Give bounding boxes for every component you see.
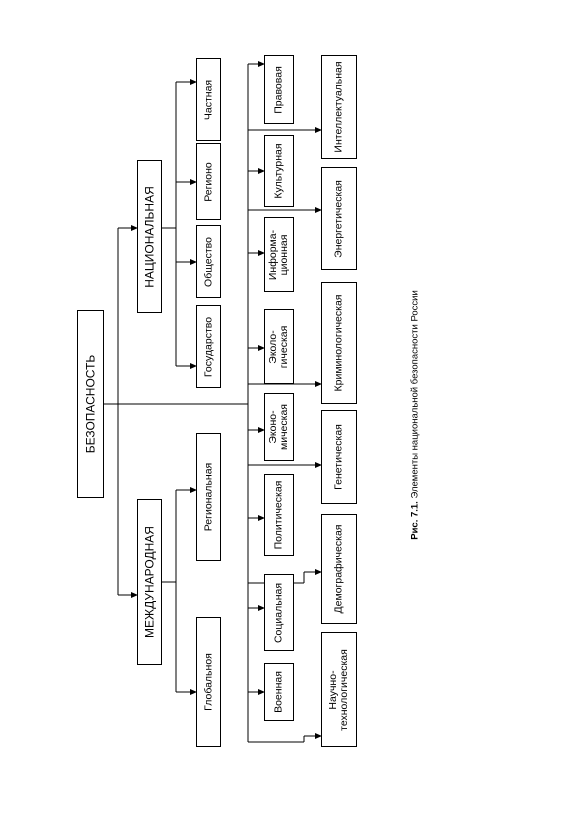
node-national-region: Регионо — [196, 143, 221, 220]
sphere-criminological: Криминологическая — [321, 282, 357, 404]
figure-caption: Рис. 7.1. Элементы национальной безопасн… — [410, 290, 421, 540]
sphere-social-label: Социальная — [272, 582, 285, 643]
sphere-cultural: Культурная — [264, 135, 294, 207]
sphere-ecological: Эколо- гическая — [264, 309, 294, 384]
sphere-economic: Эконо- мическая — [264, 393, 294, 461]
sphere-genetic-label: Генетическая — [332, 424, 345, 490]
node-national-private: Частная — [196, 58, 221, 141]
figure-caption-number: Рис. 7.1. — [409, 501, 421, 540]
node-national-region-label: Регионо — [202, 161, 214, 202]
node-international-global-label: Глобальноя — [202, 653, 214, 711]
sphere-demographic: Демографическая — [321, 514, 357, 624]
node-national-state-label: Государство — [202, 316, 214, 377]
sphere-genetic: Генетическая — [321, 410, 357, 504]
sphere-criminological-label: Криминологическая — [332, 294, 345, 392]
sphere-energy: Энергетическая — [321, 167, 357, 270]
sphere-demographic-label: Демографическая — [332, 524, 345, 614]
node-national-society: Общество — [196, 225, 221, 298]
sphere-cultural-label: Культурная — [272, 143, 285, 199]
sphere-social: Социальная — [264, 574, 294, 651]
node-international: МЕЖДУНАРОДНАЯ — [137, 499, 162, 665]
sphere-legal: Правовая — [264, 55, 294, 124]
sphere-scientific-technological: Научно- технологическая — [321, 632, 357, 747]
node-national-label: НАЦИОНАЛЬНАЯ — [142, 185, 156, 288]
sphere-informational: Информа- ционная — [264, 217, 294, 292]
figure-caption-text: Элементы национальной безопасности Росси… — [409, 290, 421, 502]
node-national-society-label: Общество — [202, 236, 214, 287]
node-national-private-label: Частная — [202, 79, 214, 120]
sphere-military-label: Военная — [272, 671, 285, 713]
sphere-legal-label: Правовая — [272, 65, 285, 114]
sphere-military: Военная — [264, 663, 294, 721]
sphere-ecological-label: Эколо- гическая — [267, 325, 290, 368]
node-international-global: Глобальноя — [196, 617, 221, 747]
sphere-intellectual-label: Интеллектуальная — [332, 61, 345, 153]
node-root-label: БЕЗОПАСНОСТЬ — [83, 354, 97, 454]
node-international-label: МЕЖДУНАРОДНАЯ — [142, 526, 156, 638]
sphere-scientific-technological-label: Научно- технологическая — [327, 648, 350, 731]
node-international-regional: Региональная — [196, 433, 221, 561]
node-international-regional-label: Региональная — [202, 462, 214, 532]
sphere-intellectual: Интеллектуальная — [321, 55, 357, 159]
node-national: НАЦИОНАЛЬНАЯ — [137, 160, 162, 313]
node-root: БЕЗОПАСНОСТЬ — [77, 310, 104, 498]
sphere-political: Политическая — [264, 474, 294, 556]
node-national-state: Государство — [196, 305, 221, 388]
sphere-political-label: Политическая — [272, 480, 285, 550]
sphere-economic-label: Эконо- мическая — [267, 404, 290, 450]
sphere-informational-label: Информа- ционная — [267, 229, 290, 280]
sphere-energy-label: Энергетическая — [332, 179, 345, 258]
